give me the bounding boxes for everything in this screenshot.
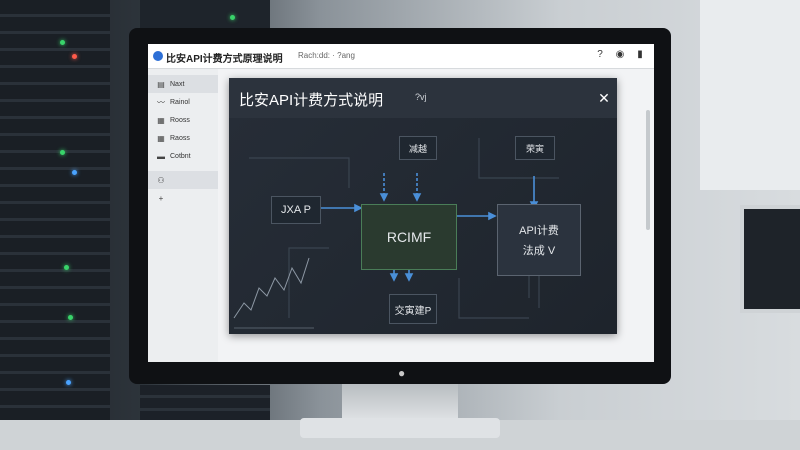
titlebar-actions: ? ◉ ▮ <box>594 49 646 61</box>
sidebar-item-rainol[interactable]: 〰 Rainol <box>148 93 218 111</box>
close-icon[interactable]: ✕ <box>598 90 610 106</box>
node-label: 荣寅 <box>525 143 544 154</box>
node-right-output[interactable]: API计费 法成 V <box>497 204 581 276</box>
info-dialog: 比安API计费方式说明 ?vj ✕ <box>229 78 617 334</box>
rack-led <box>68 315 73 320</box>
node-label-line1: API计费 <box>519 225 559 237</box>
scrollbar[interactable] <box>646 110 650 230</box>
table-icon: ▦ <box>157 115 165 125</box>
sidebar-item-label: Rooss <box>170 116 190 124</box>
sidebar-item-label: Raoss <box>170 134 190 142</box>
rack-led <box>72 170 77 175</box>
main-content: 比安API计费方式说明 ?vj ✕ <box>224 70 654 362</box>
server-rack-top <box>140 0 270 30</box>
sidebar-item-people[interactable]: ⚇ <box>148 171 218 189</box>
apple-logo-icon: ● <box>398 366 406 380</box>
rack-led <box>66 380 71 385</box>
sidebar: ▤ Naxt 〰 Rainol ▦ Rooss ▦ Raoss ▬ Cotbnt… <box>148 69 218 362</box>
dialog-subtitle: ?vj <box>415 92 427 102</box>
node-label-line2: 法成 V <box>522 245 556 257</box>
node-label: 减越 <box>408 143 427 154</box>
node-input-top-right[interactable]: 荣寅 <box>515 136 555 160</box>
node-label: RCIMF <box>386 229 432 245</box>
sidebar-item-label: Naxt <box>170 80 185 88</box>
title-bar: 比安API计费方式原理说明 Rach:dd: · ?ang ? ◉ ▮ <box>148 44 654 69</box>
node-bottom[interactable]: 交寅建P <box>389 294 437 324</box>
tab-label[interactable]: Rach:dd: · ?ang <box>298 51 355 60</box>
monitor-stand <box>342 384 458 424</box>
rack-led <box>60 150 65 155</box>
rack-led <box>230 15 235 20</box>
monitor-stand-base <box>300 418 500 438</box>
people-icon: ⚇ <box>157 175 165 185</box>
server-rack-left <box>0 0 110 450</box>
user-icon[interactable]: ◉ <box>615 49 625 60</box>
sidebar-item-cotbnt[interactable]: ▬ Cotbnt <box>148 147 218 165</box>
sidebar-item-naxt[interactable]: ▤ Naxt <box>148 75 218 93</box>
trash-icon[interactable]: ▮ <box>637 49 643 60</box>
plus-icon: + <box>158 193 164 203</box>
help-icon[interactable]: ? <box>597 49 603 60</box>
folder-icon: ▬ <box>157 151 165 161</box>
chart-line-icon: 〰 <box>157 97 165 107</box>
rack-led <box>64 265 69 270</box>
dialog-header: 比安API计费方式说明 ?vj ✕ <box>229 78 617 118</box>
sidebar-item-raoss[interactable]: ▦ Raoss <box>148 129 218 147</box>
billing-diagram: 减越 荣寅 JXA P RCIMF API计费 法成 V 交寅建P <box>229 118 617 334</box>
node-input-top-left[interactable]: 减越 <box>399 136 437 160</box>
office-window <box>700 0 800 190</box>
document-icon: ▤ <box>157 79 165 89</box>
rack-led <box>72 54 77 59</box>
sidebar-item-label: Cotbnt <box>170 152 191 160</box>
rack-led <box>60 40 65 45</box>
background-monitor <box>740 205 800 313</box>
node-center-processor[interactable]: RCIMF <box>361 204 457 270</box>
sidebar-item-rooss[interactable]: ▦ Rooss <box>148 111 218 129</box>
app-icon <box>153 51 163 61</box>
table-icon: ▦ <box>157 133 165 143</box>
sidebar-item-add[interactable]: + <box>148 189 218 207</box>
node-label: 交寅建P <box>394 305 432 317</box>
window-title: 比安API计费方式原理说明 <box>166 54 283 65</box>
node-label: JXA P <box>281 204 311 216</box>
dialog-title: 比安API计费方式说明 <box>239 92 384 109</box>
app-window: 比安API计费方式原理说明 Rach:dd: · ?ang ? ◉ ▮ ▤ Na… <box>148 44 654 362</box>
node-left-source[interactable]: JXA P <box>271 196 321 224</box>
sidebar-item-label: Rainol <box>170 98 190 106</box>
